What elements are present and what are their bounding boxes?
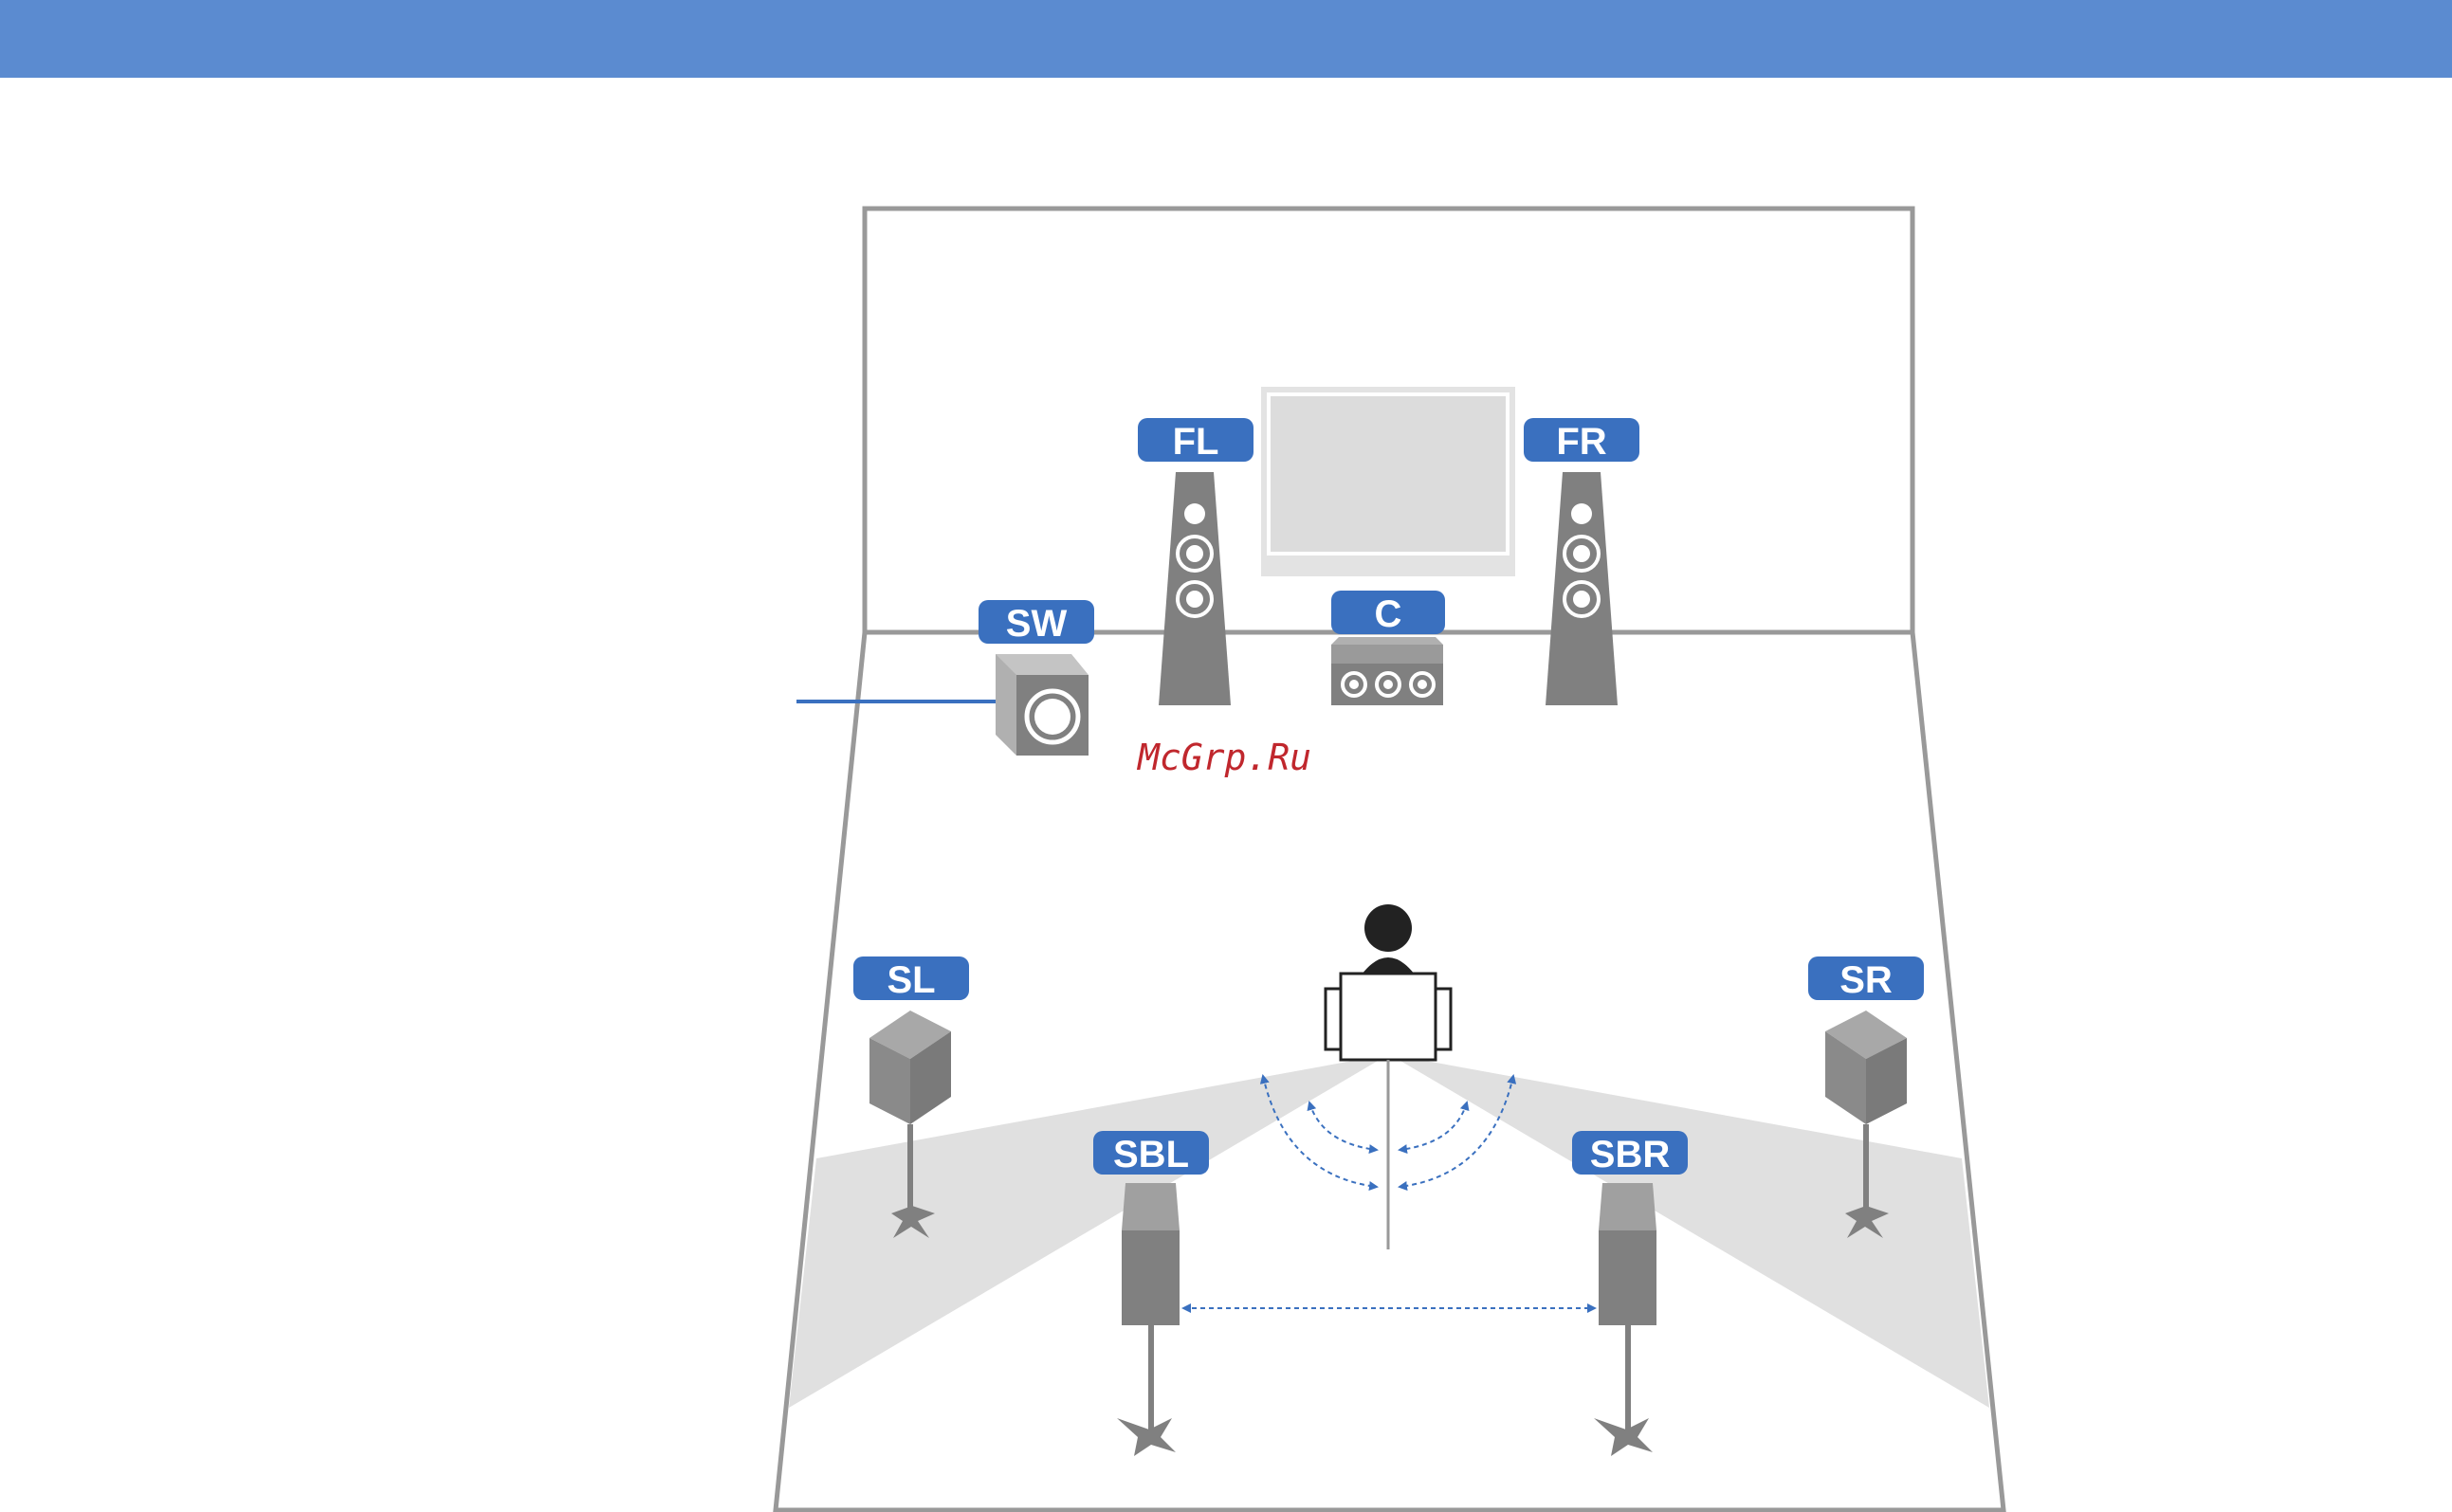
center-speaker-icon — [1331, 637, 1443, 705]
speaker-label-c: C — [1375, 593, 1402, 635]
listener-icon — [1326, 904, 1451, 1060]
speaker-label-sbl: SBL — [1113, 1134, 1189, 1175]
tower-speaker-icon — [1546, 472, 1618, 705]
speaker-fr: FR — [1524, 418, 1639, 705]
stand-speaker-icon — [1594, 1183, 1656, 1456]
watermark-text: McGrp.Ru — [1136, 737, 1311, 778]
speaker-label-fr: FR — [1556, 421, 1606, 463]
subwoofer-icon — [996, 654, 1089, 756]
tv-icon — [1261, 387, 1515, 576]
speaker-label-sl: SL — [887, 959, 935, 1001]
speaker-label-sbr: SBR — [1590, 1134, 1671, 1175]
speaker-c: C — [1331, 591, 1445, 705]
speaker-sw: SW — [979, 600, 1094, 756]
speaker-fl: FL — [1138, 418, 1253, 705]
speaker-label-sr: SR — [1839, 959, 1893, 1001]
tower-speaker-icon — [1159, 472, 1231, 705]
speaker-label-fl: FL — [1173, 421, 1219, 463]
speaker-label-sw: SW — [1006, 603, 1068, 645]
stand-speaker-icon — [1117, 1183, 1180, 1456]
